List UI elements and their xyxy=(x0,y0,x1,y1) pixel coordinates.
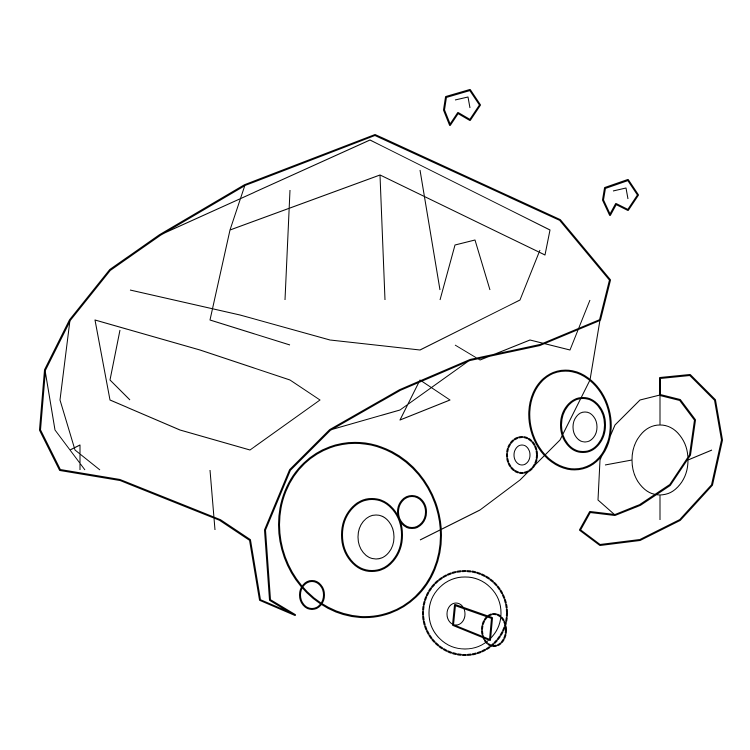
clip-part-2 xyxy=(602,179,639,216)
body-wheel-mount xyxy=(278,441,442,619)
body-gear xyxy=(506,436,538,474)
drive-gear-assembly xyxy=(422,570,508,656)
clip-part-1 xyxy=(443,89,481,126)
side-wheel-cover xyxy=(579,374,723,546)
robot-body-housing xyxy=(39,134,611,616)
rear-wheel-mount xyxy=(528,369,612,471)
